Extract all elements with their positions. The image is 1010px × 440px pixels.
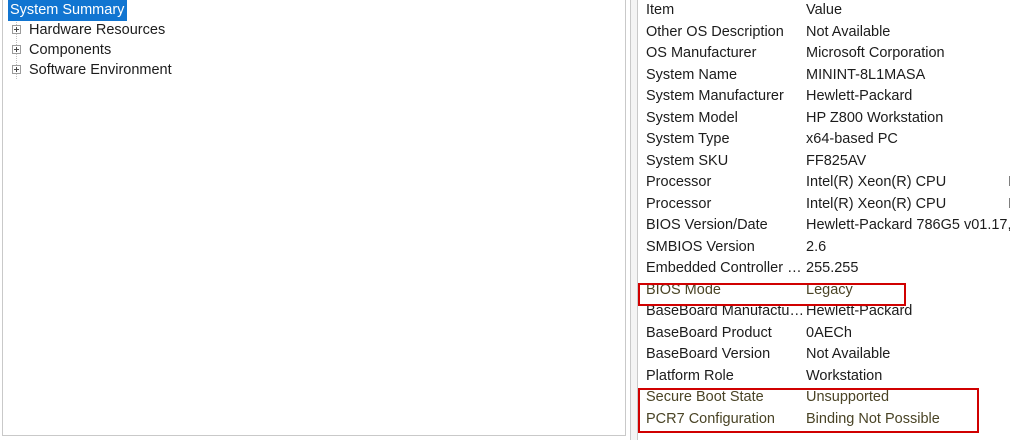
details-row-item: System Manufacturer xyxy=(646,88,784,104)
details-row-value: MININT-8L1MASA xyxy=(806,65,1010,87)
details-row-value-text: x64-based PC xyxy=(806,131,898,147)
details-row-value-extension: E5506 xyxy=(1008,194,1010,216)
details-row-item: Processor xyxy=(646,174,712,190)
details-row-value: 0AECh xyxy=(806,323,1010,345)
details-row-value: x64-based PC xyxy=(806,129,1010,151)
details-row[interactable]: Processor Intel(R) Xeon(R) CPU E5506 xyxy=(638,194,1010,216)
details-row-item: Embedded Controller V... xyxy=(646,260,806,276)
details-row-value-text: Hewlett-Packard xyxy=(806,88,913,104)
details-row[interactable]: OS Manufacturer Microsoft Corporation xyxy=(638,43,1010,65)
details-row-value: Hewlett-Packard xyxy=(806,301,1010,323)
details-row-value: 2.6 xyxy=(806,237,1010,259)
details-row-value-text: Legacy xyxy=(806,281,853,298)
details-row-value-text: HP Z800 Workstation xyxy=(806,109,944,126)
details-row[interactable]: Platform Role Workstation xyxy=(638,366,1010,388)
tree-item-hardware-resources[interactable]: Hardware Resources xyxy=(3,20,625,40)
details-row-value: Not Available xyxy=(806,344,1010,366)
details-row-item: PCR7 Configuration xyxy=(646,410,775,427)
details-row-item: BaseBoard Version xyxy=(646,346,771,362)
details-row-item: BaseBoard Manufacturer xyxy=(646,303,806,319)
details-row-value-text: Microsoft Corporation xyxy=(806,45,945,61)
details-row-item: System Name xyxy=(646,66,738,83)
details-row[interactable]: BaseBoard Product 0AECh xyxy=(638,323,1010,345)
expand-plus-icon[interactable] xyxy=(12,65,21,74)
details-row[interactable]: Embedded Controller V...255.255 xyxy=(638,258,1010,280)
column-header-item: Item xyxy=(646,2,675,18)
expand-plus-icon[interactable] xyxy=(12,45,21,54)
details-row-item: OS Manufacturer xyxy=(646,45,757,61)
tree-item-components[interactable]: Components xyxy=(3,40,625,60)
details-row-value-text: 0AECh xyxy=(806,324,852,341)
tree-item-software-environment[interactable]: Software Environment xyxy=(3,60,625,80)
details-row[interactable]: System Name MININT-8L1MASA xyxy=(638,65,1010,87)
details-row[interactable]: Secure Boot State Unsupported xyxy=(638,387,1010,409)
details-row-value: Binding Not Possible xyxy=(806,409,1010,431)
details-row-value: Hewlett-Packard 786G5 v01.17, 8/ xyxy=(806,215,1010,237)
details-row-item: Secure Boot State xyxy=(646,389,764,405)
details-row-value: Workstation xyxy=(806,366,1010,388)
details-row[interactable]: System SKU FF825AV xyxy=(638,151,1010,173)
expand-plus-icon[interactable] xyxy=(12,25,21,34)
tree-item-label: Hardware Resources xyxy=(29,22,166,38)
details-row-value-extension: E5506 xyxy=(1008,172,1010,194)
details-row-value-text: Hewlett-Packard 786G5 v01.17, 8/ xyxy=(806,217,1010,233)
details-row-item: Other OS Description xyxy=(646,23,784,40)
details-row-value-text: Intel(R) Xeon(R) CPU xyxy=(806,174,947,190)
details-row-item: System Model xyxy=(646,109,738,126)
details-row-value: Intel(R) Xeon(R) CPU E5506 xyxy=(806,172,1010,194)
details-row-value-text: Not Available xyxy=(806,346,891,362)
details-row-value: 255.255 xyxy=(806,258,1010,280)
details-row-value-text: Intel(R) Xeon(R) CPU xyxy=(806,195,947,212)
details-row-item: Processor xyxy=(646,195,712,212)
details-row-item: System Type xyxy=(646,131,730,147)
details-row-value: HP Z800 Workstation xyxy=(806,108,1010,130)
details-row-value-text: MININT-8L1MASA xyxy=(806,66,926,83)
details-row[interactable]: Processor Intel(R) Xeon(R) CPU E5506 xyxy=(638,172,1010,194)
tree-item-label: System Summary xyxy=(8,0,128,21)
tree-item-system-summary[interactable]: System Summary xyxy=(3,0,625,21)
details-row[interactable]: Other OS Description Not Available xyxy=(638,22,1010,44)
details-row-value-text: FF825AV xyxy=(806,152,867,169)
details-row-value-text: Workstation xyxy=(806,367,883,384)
details-row-value-text: Value xyxy=(806,2,843,18)
details-row[interactable]: PCR7 Configuration Binding Not Possible xyxy=(638,409,1010,431)
details-row-value-text: Binding Not Possible xyxy=(806,410,940,427)
details-row[interactable]: SMBIOS Version 2.6 xyxy=(638,237,1010,259)
details-row[interactable]: System Type x64-based PC xyxy=(638,129,1010,151)
details-row-value: Unsupported xyxy=(806,387,1010,409)
details-row-item: SMBIOS Version xyxy=(646,238,755,255)
details-row-item: BaseBoard Product xyxy=(646,324,772,341)
details-row-value: Intel(R) Xeon(R) CPU E5506 xyxy=(806,194,1010,216)
details-row-value: Hewlett-Packard xyxy=(806,86,1010,108)
tree-item-label: Software Environment xyxy=(29,62,172,78)
details-row[interactable]: System Model HP Z800 Workstation xyxy=(638,108,1010,130)
details-row[interactable]: BIOS Version/Date Hewlett-Packard 786G5 v… xyxy=(638,215,1010,237)
details-row-item: System SKU xyxy=(646,152,729,169)
details-header-row[interactable]: Item Value xyxy=(638,0,1010,22)
details-row-value-text: Unsupported xyxy=(806,389,890,405)
details-row-item: BIOS Version/Date xyxy=(646,217,768,233)
pane-splitter[interactable] xyxy=(630,0,638,440)
column-header-value: Value xyxy=(806,0,1010,22)
details-row-value: Microsoft Corporation xyxy=(806,43,1010,65)
details-row-value: Not Available xyxy=(806,22,1010,44)
details-row-item: BIOS Mode xyxy=(646,281,721,298)
tree-item-label: Components xyxy=(29,42,112,58)
details-row-value: FF825AV xyxy=(806,151,1010,173)
details-row-value-text: Not Available xyxy=(806,23,891,40)
details-row-value-text: Hewlett-Packard xyxy=(806,303,913,319)
details-row-value: Legacy xyxy=(806,280,1010,302)
details-row-item: Platform Role xyxy=(646,367,734,384)
details-row-value-text: 255.255 xyxy=(806,260,859,276)
details-row[interactable]: System Manufacturer Hewlett-Packard xyxy=(638,86,1010,108)
details-row[interactable]: BaseBoard Version Not Available xyxy=(638,344,1010,366)
details-row-value-text: 2.6 xyxy=(806,238,827,255)
details-row[interactable]: BIOS Mode Legacy xyxy=(638,280,1010,302)
